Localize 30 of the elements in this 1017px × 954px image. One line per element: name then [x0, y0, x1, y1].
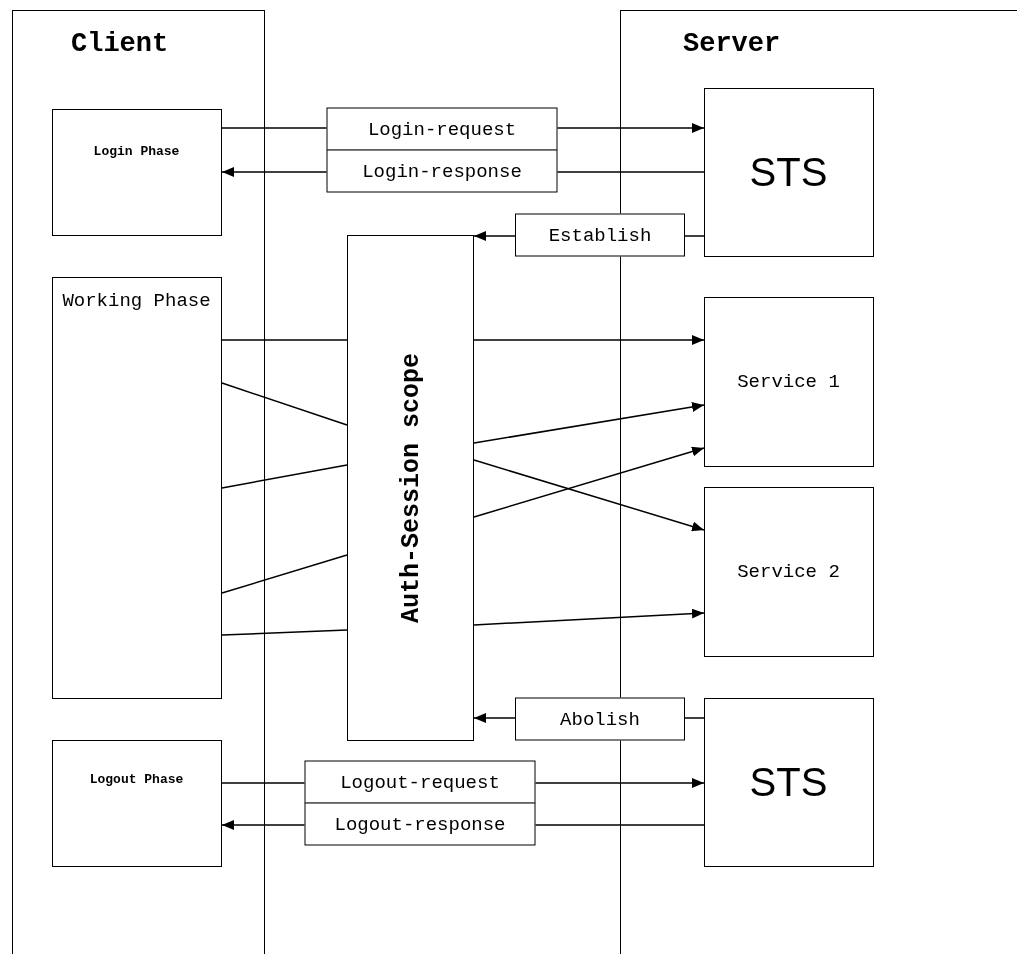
- lane-title: Client: [71, 29, 169, 59]
- phase-box: [51, 108, 222, 236]
- edge-label: Establish: [515, 213, 685, 257]
- service-label: Service 1: [737, 370, 840, 393]
- phase-label: Login Phase: [92, 142, 181, 161]
- arrow: [473, 608, 705, 626]
- edge-label: Logout-request: [304, 760, 536, 804]
- lane-title: Server: [683, 29, 781, 59]
- edge-label: Login-request: [326, 107, 558, 151]
- server-label: STS: [749, 759, 828, 805]
- phase-label: Logout Phase: [88, 770, 185, 789]
- swimlane: [12, 10, 265, 954]
- arrow: [473, 335, 705, 345]
- server-box: [703, 697, 874, 867]
- phase-label: Working Phase: [61, 288, 212, 314]
- arrow: [473, 459, 705, 532]
- scope-box: [347, 235, 474, 741]
- scope-label: Auth-Session scope: [396, 353, 425, 623]
- service-box: [703, 486, 874, 657]
- service-label: Service 2: [737, 560, 840, 583]
- service-box: [703, 296, 874, 467]
- arrow: [473, 446, 705, 518]
- phase-box: [51, 739, 222, 867]
- phase-box: [51, 276, 222, 699]
- edge-label: Logout-response: [304, 802, 536, 846]
- server-label: STS: [749, 149, 828, 195]
- server-box: [703, 87, 874, 257]
- arrow: [473, 402, 705, 444]
- edge-label: Login-response: [326, 149, 558, 193]
- edge-label: Abolish: [515, 697, 685, 741]
